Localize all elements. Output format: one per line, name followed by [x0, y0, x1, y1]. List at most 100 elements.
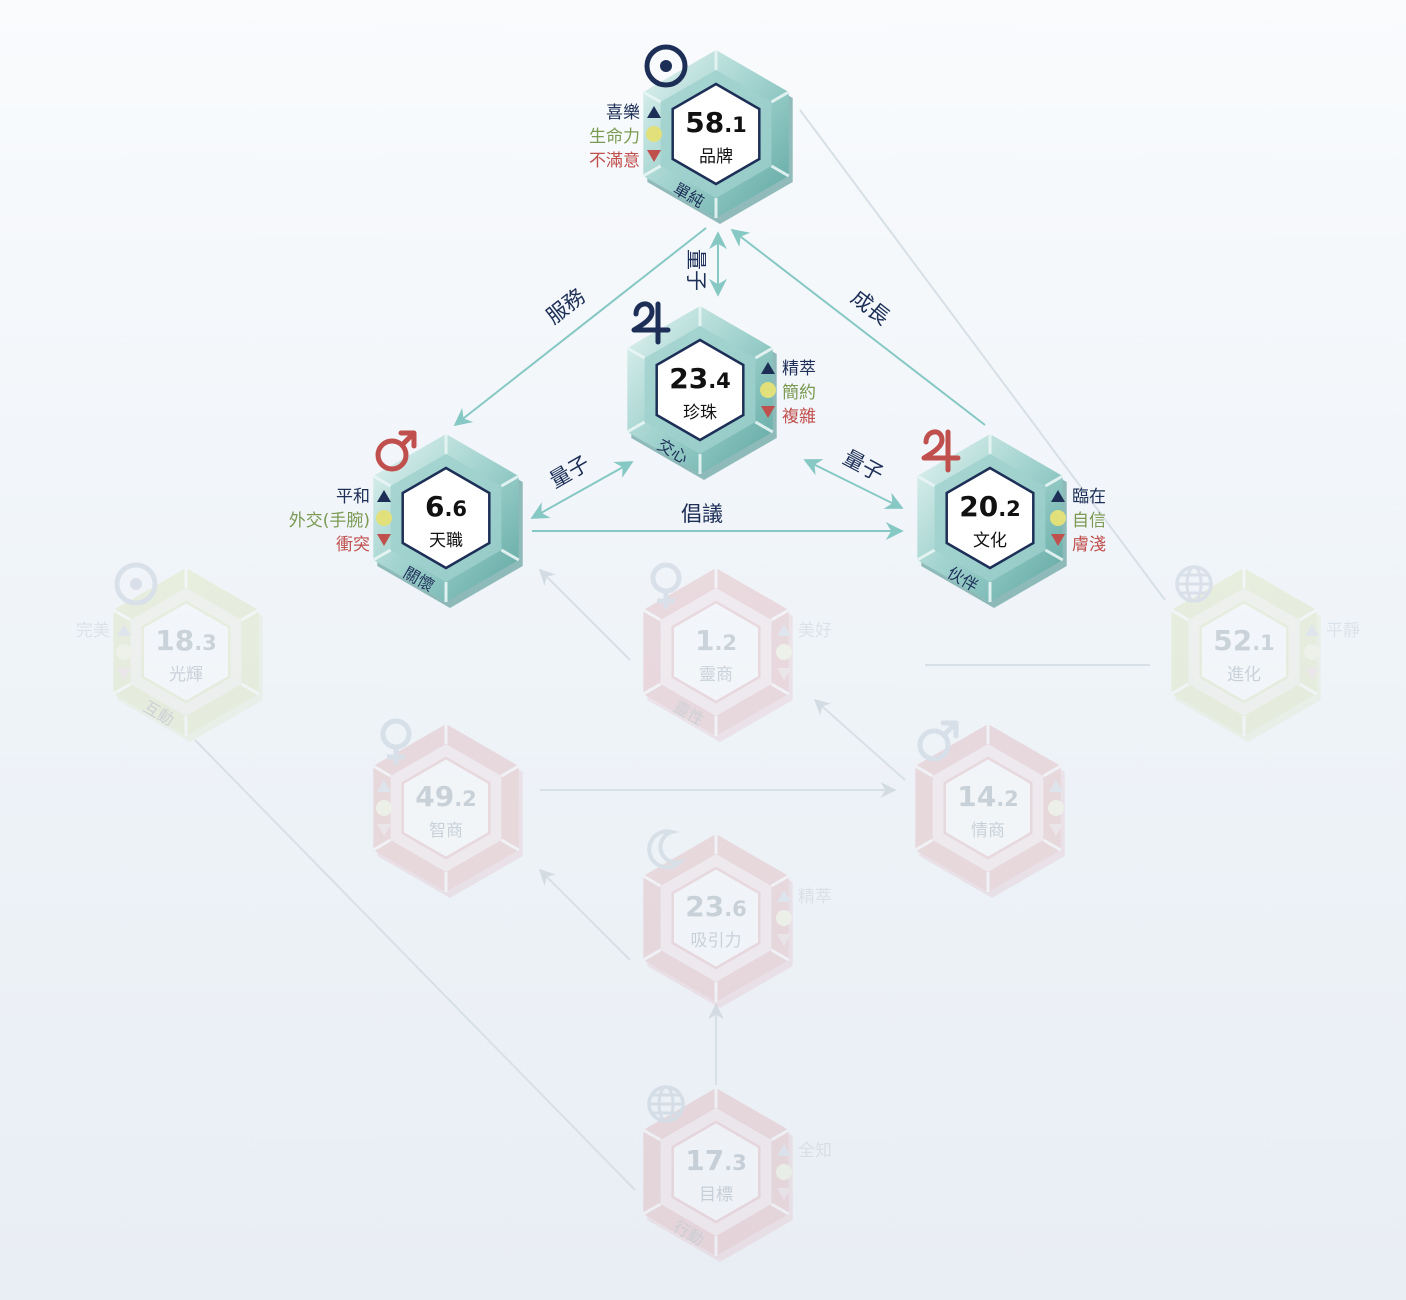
mars-icon	[375, 430, 417, 472]
up-indicator-icon	[377, 490, 391, 502]
hex-fold	[372, 764, 392, 778]
hex-mid	[390, 744, 502, 872]
label-neutral: 生命力	[589, 127, 640, 147]
hex-mid	[130, 588, 242, 716]
up-indicator-icon	[777, 624, 791, 636]
hex-face	[671, 866, 761, 970]
hex-mid	[1188, 588, 1300, 716]
hex-fold	[642, 874, 662, 888]
hex-fold	[916, 474, 936, 488]
label-neutral: 簡約	[782, 383, 816, 403]
hex-fold	[770, 682, 790, 696]
neutral-indicator-icon	[1050, 510, 1066, 526]
hex-fold	[770, 874, 790, 888]
moon-icon	[647, 829, 687, 870]
edge-quantum-left	[530, 461, 634, 519]
hex-face	[945, 466, 1035, 570]
node-name: 情商	[971, 821, 1005, 841]
hex-fold	[1298, 608, 1318, 622]
hex-fold	[754, 346, 774, 360]
label-service: 服務	[542, 284, 590, 329]
hex-face	[655, 338, 745, 442]
hex-face	[671, 1120, 761, 1224]
hex-shadow	[919, 730, 1065, 898]
hex-fold	[372, 838, 392, 852]
hex-fold	[500, 764, 520, 778]
down-indicator-icon	[777, 934, 791, 946]
node-name: 品牌	[699, 147, 733, 167]
hex-fold	[1042, 764, 1062, 778]
label-positive: 精萃	[798, 887, 832, 907]
down-indicator-icon	[1305, 668, 1319, 680]
hex-ribbon	[373, 724, 519, 892]
hex-fold	[914, 764, 934, 778]
neutral-indicator-icon	[376, 800, 392, 816]
label-negative: 衝突	[336, 535, 370, 555]
mars-icon	[917, 720, 959, 762]
node-value: 6.6	[425, 490, 467, 523]
node-name: 目標	[699, 1185, 733, 1205]
edge-growth	[730, 228, 986, 426]
node-iq[interactable]: 49.2智商	[372, 718, 523, 898]
node-value: 52.1	[1213, 624, 1275, 657]
faded-connectors	[194, 109, 1166, 1191]
up-indicator-icon	[377, 780, 391, 792]
down-indicator-icon	[777, 1188, 791, 1200]
hex-face	[401, 466, 491, 570]
hex-fold	[770, 1128, 790, 1142]
node-name: 進化	[1227, 665, 1261, 685]
neutral-indicator-icon	[646, 126, 662, 142]
node-value: 1.2	[695, 624, 737, 657]
node-value: 23.6	[685, 890, 747, 923]
down-indicator-icon	[761, 406, 775, 418]
hex-mid	[932, 744, 1044, 872]
node-value: 23.4	[669, 362, 731, 395]
label-positive: 美好	[798, 621, 832, 641]
hex-fold	[770, 164, 790, 178]
hex-ribbon	[1171, 568, 1317, 736]
up-indicator-icon	[1049, 780, 1063, 792]
label-negative: 膚淺	[1072, 535, 1106, 555]
hex-ribbon	[643, 568, 789, 736]
hex-fold	[642, 948, 662, 962]
label-positive: 完美	[76, 621, 110, 641]
hex-fold	[914, 838, 934, 852]
venus-icon	[380, 718, 412, 765]
hex-fold	[770, 1202, 790, 1216]
node-value: 20.2	[959, 490, 1021, 523]
down-indicator-icon	[1049, 824, 1063, 836]
label-positive: 喜樂	[606, 103, 640, 123]
hex-face	[141, 600, 231, 704]
hex-shadow	[647, 574, 793, 742]
hex-face	[1199, 600, 1289, 704]
hex-fold	[626, 420, 646, 434]
venus-icon	[650, 562, 682, 609]
hex-fold	[626, 346, 646, 360]
neutral-indicator-icon	[1048, 800, 1064, 816]
neutral-indicator-icon	[776, 644, 792, 660]
globe-icon	[647, 1085, 685, 1123]
hex-fold	[1170, 682, 1190, 696]
up-indicator-icon	[647, 106, 661, 118]
hex-shadow	[647, 1094, 793, 1262]
hex-fold	[1042, 838, 1062, 852]
edge-quantum-right	[803, 459, 904, 509]
down-indicator-icon	[377, 534, 391, 546]
down-indicator-icon	[377, 824, 391, 836]
up-indicator-icon	[761, 362, 775, 374]
node-value: 58.1	[685, 106, 747, 139]
hex-fold	[372, 474, 392, 488]
hex-fold	[1170, 608, 1190, 622]
node-eq[interactable]: 14.2情商	[914, 720, 1065, 898]
